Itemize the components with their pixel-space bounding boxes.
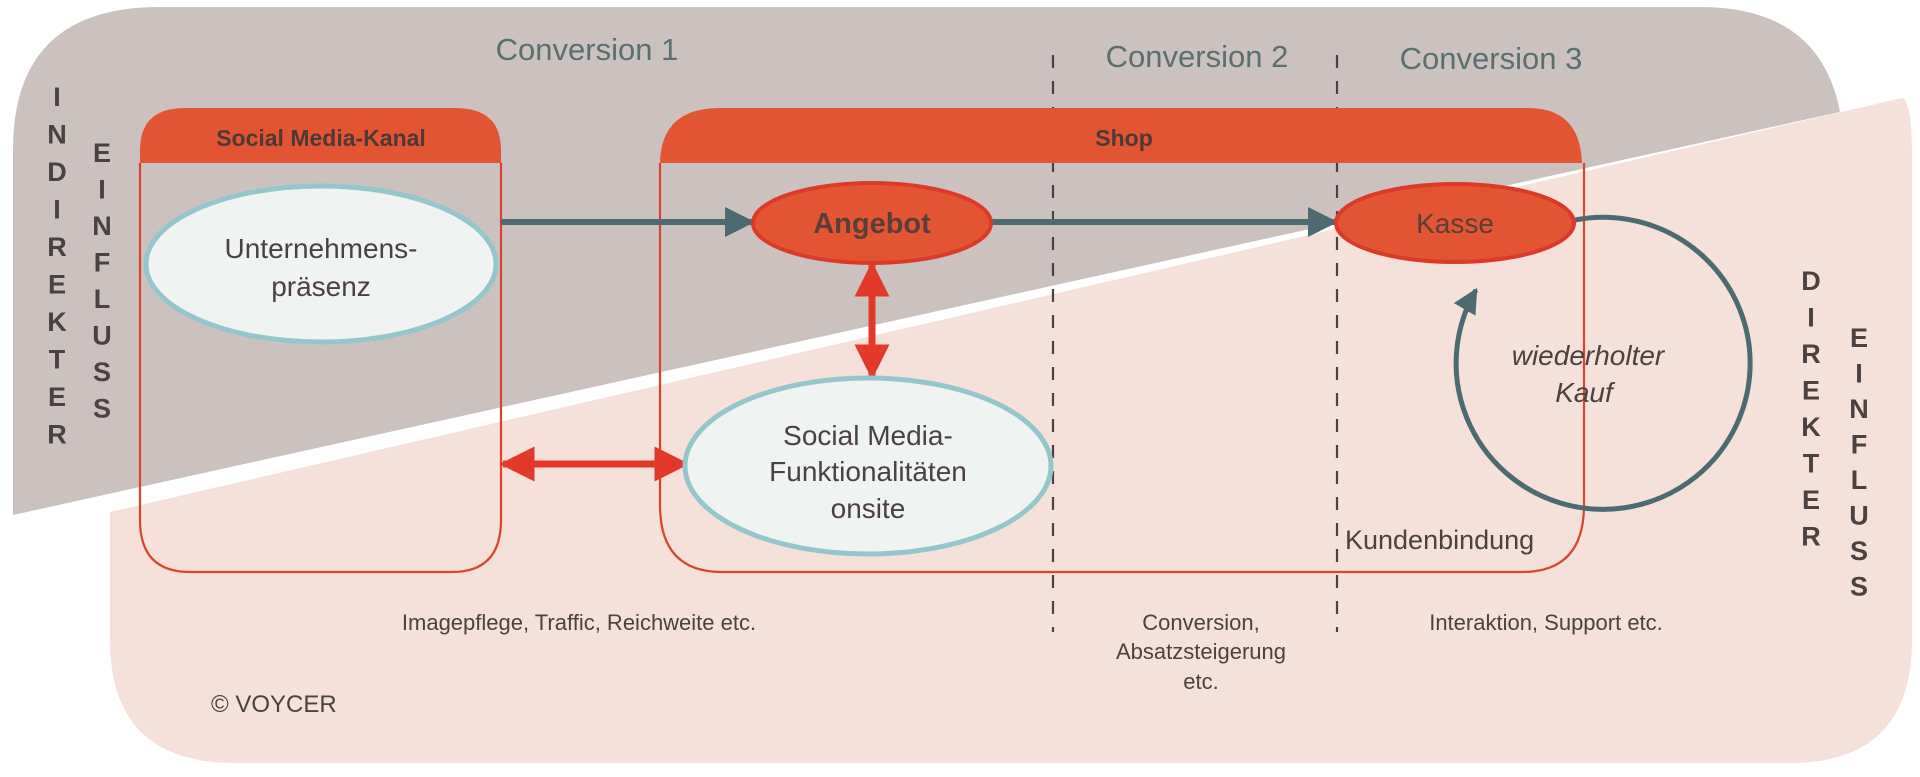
conversion-2-note-line3: etc. <box>1183 669 1218 694</box>
conversion-1-label: Conversion 1 <box>496 32 679 67</box>
social-media-channel-title: Social Media-Kanal <box>216 125 426 151</box>
node-checkout: Kasse <box>1334 182 1576 264</box>
vertical-label-letter: E <box>48 270 66 300</box>
vertical-label-letter: R <box>1801 339 1821 369</box>
conversion-2-label: Conversion 2 <box>1106 39 1289 74</box>
repeat-purchase-label-line2: Kauf <box>1555 377 1616 408</box>
shop-header <box>660 108 1582 165</box>
node-company-presence-line2: präsenz <box>271 271 371 302</box>
vertical-label-letter: E <box>1802 485 1820 515</box>
node-checkout-label: Kasse <box>1416 208 1494 239</box>
shop-container: Shop <box>658 108 1586 574</box>
vertical-label-letter: E <box>93 138 111 168</box>
vertical-label-letter: K <box>1801 412 1821 442</box>
conversion-2-note-line2: Absatzsteigerung <box>1116 639 1286 664</box>
copyright-label: © VOYCER <box>211 691 337 718</box>
vertical-label-letter: N <box>1849 394 1869 424</box>
vertical-label-letter: I <box>1807 303 1815 333</box>
vertical-label-letter: K <box>47 307 67 337</box>
vertical-label-letter: D <box>1801 266 1821 296</box>
vertical-label-letter: I <box>98 175 106 205</box>
vertical-label-letter: L <box>94 284 111 314</box>
vertical-label-letter: I <box>53 195 61 225</box>
node-social-functionalities: Social Media- Funktionalitäten onsite <box>682 375 1054 557</box>
vertical-label-letter: L <box>1851 465 1868 495</box>
customer-retention-label: Kundenbindung <box>1345 525 1534 555</box>
node-company-presence-line1: Unternehmens- <box>225 233 418 264</box>
social-media-channel-header <box>140 108 501 163</box>
vertical-label-letter: F <box>1851 430 1868 460</box>
vertical-label-letter: S <box>1850 536 1868 566</box>
vertical-label-letter: R <box>47 232 67 262</box>
vertical-label-letter: I <box>1855 359 1863 389</box>
vertical-label-letter: E <box>1802 376 1820 406</box>
node-company-presence: Unternehmens- präsenz <box>143 183 499 345</box>
node-social-functionalities-line1: Social Media- <box>783 420 953 451</box>
repeat-purchase-label-line1: wiederholter <box>1512 340 1666 371</box>
social-media-channel-border <box>138 163 503 574</box>
node-offer-label: Angebot <box>813 208 931 240</box>
conversion-1-note: Imagepflege, Traffic, Reichweite etc. <box>402 610 756 635</box>
vertical-label-letter: U <box>1849 501 1869 531</box>
shop-border <box>658 163 1586 574</box>
vertical-label-letter: T <box>1803 449 1820 479</box>
shop-title: Shop <box>1095 125 1153 151</box>
repeat-purchase-loop <box>1453 214 1753 512</box>
node-social-functionalities-line3: onsite <box>831 493 906 524</box>
vertical-label-letter: D <box>47 157 67 187</box>
conversion-2-note-line1: Conversion, <box>1142 610 1259 635</box>
vertical-label-letter: R <box>1801 522 1821 552</box>
conversion-3-note: Interaktion, Support etc. <box>1429 610 1663 635</box>
vertical-label-letter: N <box>92 211 112 241</box>
vertical-label-letter: E <box>48 382 66 412</box>
social-media-channel-container: Social Media-Kanal <box>138 108 503 574</box>
vertical-label-letter: F <box>94 248 111 278</box>
conversion-3-label: Conversion 3 <box>1400 41 1583 76</box>
vertical-label-letter: S <box>93 394 111 424</box>
vertical-label-letter: I <box>53 82 61 112</box>
node-offer: Angebot <box>751 181 993 265</box>
vertical-label-letter: E <box>1850 323 1868 353</box>
vertical-label-letter: T <box>49 345 66 375</box>
vertical-label-letter: U <box>92 321 112 351</box>
vertical-label-letter: S <box>1850 572 1868 602</box>
vertical-label-letter: S <box>93 357 111 387</box>
vertical-label-letter: R <box>47 420 67 450</box>
vertical-label-letter: N <box>47 120 67 150</box>
node-social-functionalities-line2: Funktionalitäten <box>769 456 967 487</box>
